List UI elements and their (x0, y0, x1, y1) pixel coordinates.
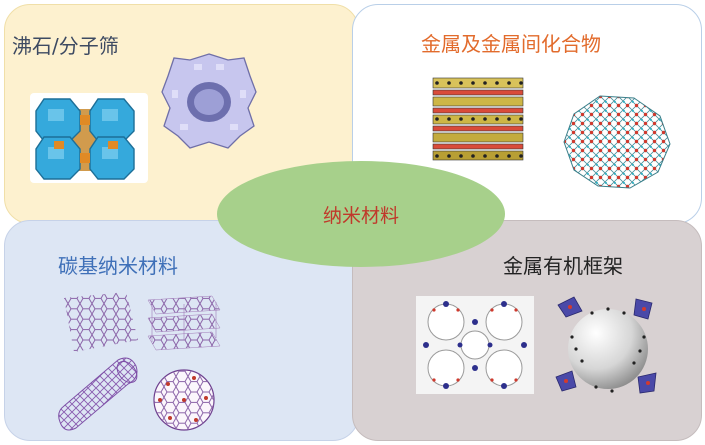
center-ellipse: 纳米材料 (217, 161, 505, 267)
center-label: 纳米材料 (322, 204, 399, 227)
zeolite-cage-cube-illustration (30, 93, 148, 183)
metals-title: 金属及金属间化合物 (421, 32, 601, 56)
mof-pore-sphere-illustration (555, 296, 657, 394)
metal-nanoparticle-cluster-illustration (563, 95, 671, 189)
mof-title: 金属有机框架 (503, 254, 623, 278)
carbon-title: 碳基纳米材料 (58, 254, 178, 278)
zeolite-title: 沸石/分子筛 (12, 34, 119, 58)
zeolite-framework-illustration (161, 53, 257, 149)
mof-porous-network-illustration (416, 296, 534, 394)
layered-intermetallic-illustration (432, 77, 524, 161)
carbon-allotropes-illustration (58, 292, 221, 431)
